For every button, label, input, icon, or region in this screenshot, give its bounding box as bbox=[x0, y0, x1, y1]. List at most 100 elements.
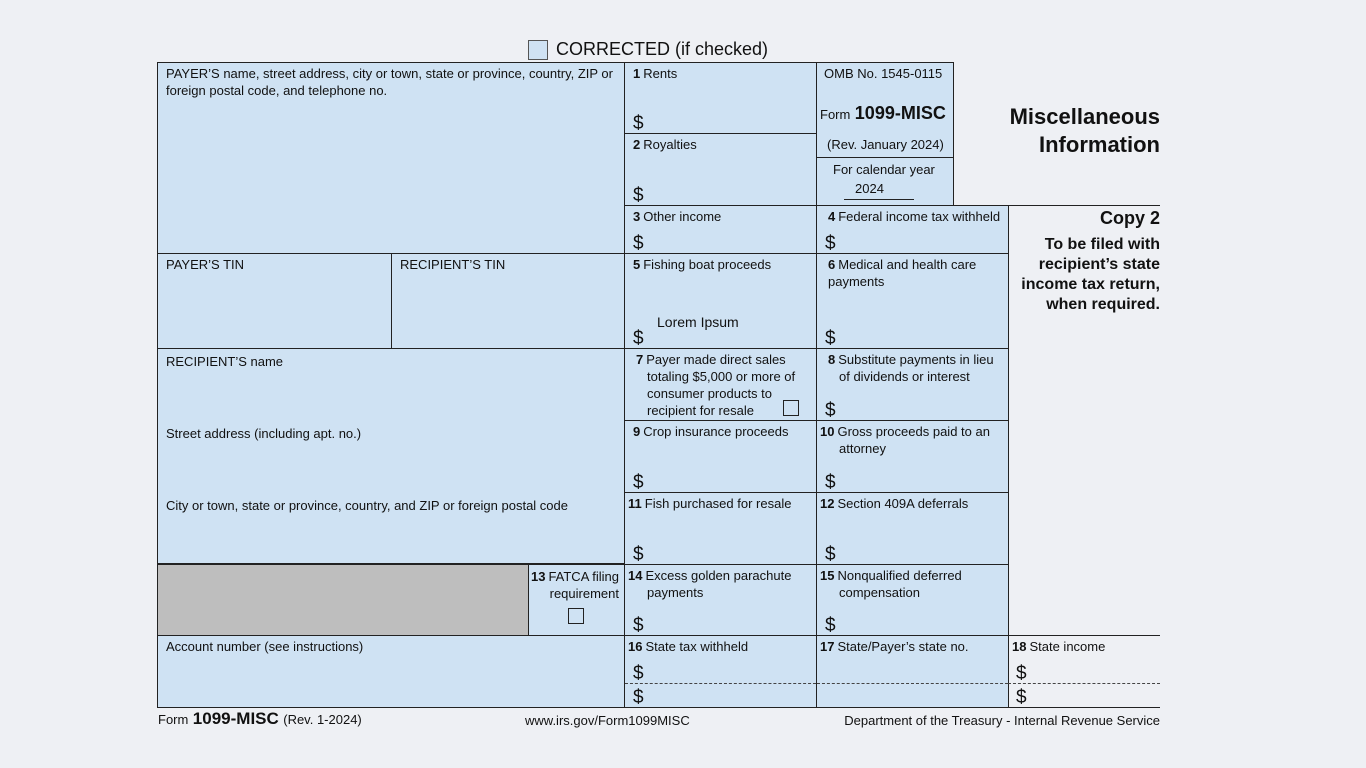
footer-department: Department of the Treasury - Internal Re… bbox=[844, 713, 1160, 728]
dollar-sign: $ bbox=[633, 113, 644, 134]
dollar-sign: $ bbox=[633, 615, 644, 636]
dollar-sign: $ bbox=[825, 615, 836, 636]
recipient-info-field[interactable]: RECIPIENT’S name Street address (includi… bbox=[157, 348, 625, 564]
box-number: 17 bbox=[820, 639, 835, 654]
box-number: 5 bbox=[633, 257, 641, 272]
box-number: 9 bbox=[633, 424, 641, 439]
dollar-sign: $ bbox=[633, 663, 644, 684]
box-number: 16 bbox=[628, 639, 643, 654]
box-number: 11 bbox=[628, 496, 642, 511]
dollar-sign: $ bbox=[633, 472, 644, 493]
dollar-sign: $ bbox=[825, 328, 836, 349]
payer-tin-label: PAYER’S TIN bbox=[166, 257, 245, 272]
box-label: Medical and health care payments bbox=[828, 257, 977, 289]
copy-2-block: Copy 2 To be filed with recipient’s stat… bbox=[1008, 205, 1160, 636]
dollar-sign: $ bbox=[825, 400, 836, 421]
payer-info-label: PAYER’S name, street address, city or to… bbox=[166, 66, 613, 98]
box-number: 14 bbox=[628, 568, 643, 583]
city-state-zip-label: City or town, state or province, country… bbox=[166, 498, 568, 513]
copy-label: Copy 2 bbox=[1099, 208, 1160, 228]
dashed-divider bbox=[817, 683, 1008, 684]
dollar-sign: $ bbox=[633, 544, 644, 565]
box-5-value[interactable]: Lorem Ipsum bbox=[657, 314, 739, 330]
box-label: State income bbox=[1029, 639, 1106, 654]
dollar-sign: $ bbox=[825, 233, 836, 254]
box-label: Nonqualified deferred compensation bbox=[837, 568, 962, 600]
street-address-label: Street address (including apt. no.) bbox=[166, 426, 362, 441]
shaded-area bbox=[157, 564, 529, 636]
fatca-checkbox[interactable] bbox=[568, 608, 584, 624]
payer-tin-field[interactable]: PAYER’S TIN bbox=[157, 253, 392, 349]
box-label: Payer made direct sales totaling $5,000 … bbox=[646, 352, 796, 418]
dollar-sign: $ bbox=[825, 544, 836, 565]
dollar-sign: $ bbox=[633, 328, 644, 349]
account-number-label: Account number (see instructions) bbox=[166, 639, 364, 654]
dollar-sign: $ bbox=[1016, 663, 1027, 684]
corrected-label: CORRECTED (if checked) bbox=[556, 39, 769, 59]
box-label: FATCA filing requirement bbox=[548, 569, 619, 601]
box-number: 8 bbox=[828, 352, 836, 367]
dollar-sign: $ bbox=[633, 185, 644, 206]
payer-info-field[interactable]: PAYER’S name, street address, city or to… bbox=[157, 62, 625, 254]
box-number: 7 bbox=[636, 352, 644, 367]
box-number: 3 bbox=[633, 209, 641, 224]
box-number: 4 bbox=[828, 209, 836, 224]
footer-url: www.irs.gov/Form1099MISC bbox=[525, 713, 690, 728]
box-number: 10 bbox=[820, 424, 835, 439]
recipient-name-label: RECIPIENT’S name bbox=[166, 354, 284, 369]
box-number: 18 bbox=[1012, 639, 1027, 654]
dollar-sign: $ bbox=[633, 687, 644, 708]
calendar-year-block: For calendar year 2024 bbox=[816, 157, 954, 206]
corrected-header: CORRECTED (if checked) bbox=[528, 38, 828, 62]
box-label: Fish purchased for resale bbox=[644, 496, 792, 511]
dollar-sign: $ bbox=[1016, 687, 1027, 708]
box-number: 13 bbox=[530, 569, 546, 584]
box-label: State tax withheld bbox=[645, 639, 749, 654]
title-line-1: Miscellaneous bbox=[1009, 104, 1160, 129]
calendar-year-label: For calendar year bbox=[833, 162, 935, 177]
rev-date: (Rev. January 2024) bbox=[827, 137, 944, 152]
footer-form-id: Form 1099-MISC (Rev. 1-2024) bbox=[158, 709, 362, 728]
box-number: 15 bbox=[820, 568, 835, 583]
account-number-field[interactable]: Account number (see instructions) bbox=[157, 635, 625, 708]
dollar-sign: $ bbox=[825, 472, 836, 493]
box-label: Other income bbox=[643, 209, 722, 224]
calendar-year-value[interactable]: 2024 bbox=[844, 179, 914, 200]
box-label: State/Payer’s state no. bbox=[837, 639, 969, 654]
box-label: Excess golden parachute payments bbox=[645, 568, 792, 600]
box-label: Crop insurance proceeds bbox=[643, 424, 789, 439]
corrected-checkbox[interactable] bbox=[528, 40, 548, 60]
box-number: 12 bbox=[820, 496, 835, 511]
omb-number: OMB No. 1545-0115 bbox=[824, 66, 943, 81]
box-label: Federal income tax withheld bbox=[838, 209, 1001, 224]
box-number: 1 bbox=[633, 66, 641, 81]
recipient-tin-field[interactable]: RECIPIENT’S TIN bbox=[391, 253, 625, 349]
box-7-checkbox[interactable] bbox=[783, 400, 799, 416]
recipient-tin-label: RECIPIENT’S TIN bbox=[400, 257, 506, 272]
form-id: Form 1099-MISC bbox=[820, 103, 946, 123]
box-number: 6 bbox=[828, 257, 836, 272]
dollar-sign: $ bbox=[633, 233, 644, 254]
box-label: Section 409A deferrals bbox=[837, 496, 969, 511]
box-label: Gross proceeds paid to an attorney bbox=[837, 424, 990, 456]
omb-form-id-block: OMB No. 1545-0115 Form 1099-MISC (Rev. J… bbox=[816, 62, 954, 158]
copy-instructions: To be filed with recipient’s state incom… bbox=[1021, 236, 1160, 313]
